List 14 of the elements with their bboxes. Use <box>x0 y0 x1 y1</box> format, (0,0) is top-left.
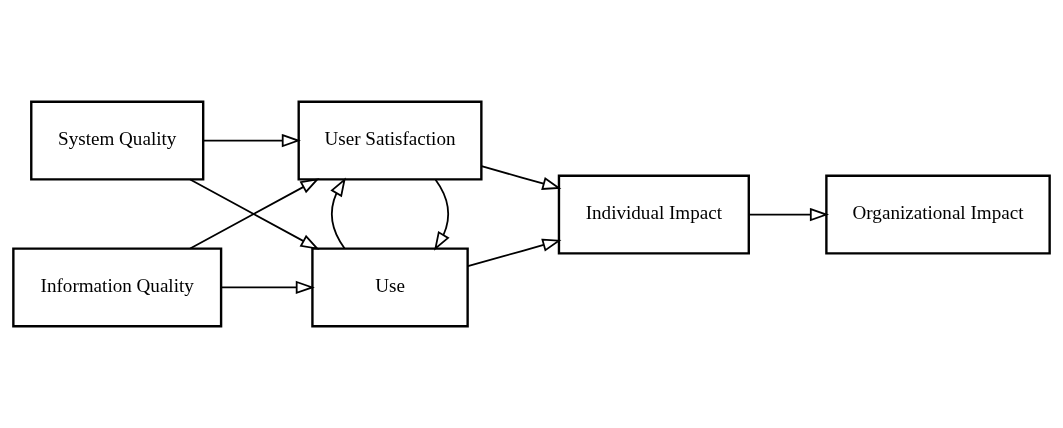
arrow <box>480 165 562 190</box>
arrow <box>467 238 562 267</box>
node-box: Individual Impact <box>557 174 750 255</box>
arrow <box>220 280 315 295</box>
node-box: Organizational Impact <box>825 174 1051 255</box>
arrow <box>189 178 320 250</box>
arrow <box>748 207 830 222</box>
node-box: System Quality <box>30 100 205 181</box>
arrow <box>202 133 301 148</box>
node-box: User Satisfaction <box>297 100 483 181</box>
node-box: Information Quality <box>12 247 223 328</box>
node-box: Use <box>311 247 469 328</box>
arrow <box>434 178 450 251</box>
arrow <box>330 177 346 250</box>
